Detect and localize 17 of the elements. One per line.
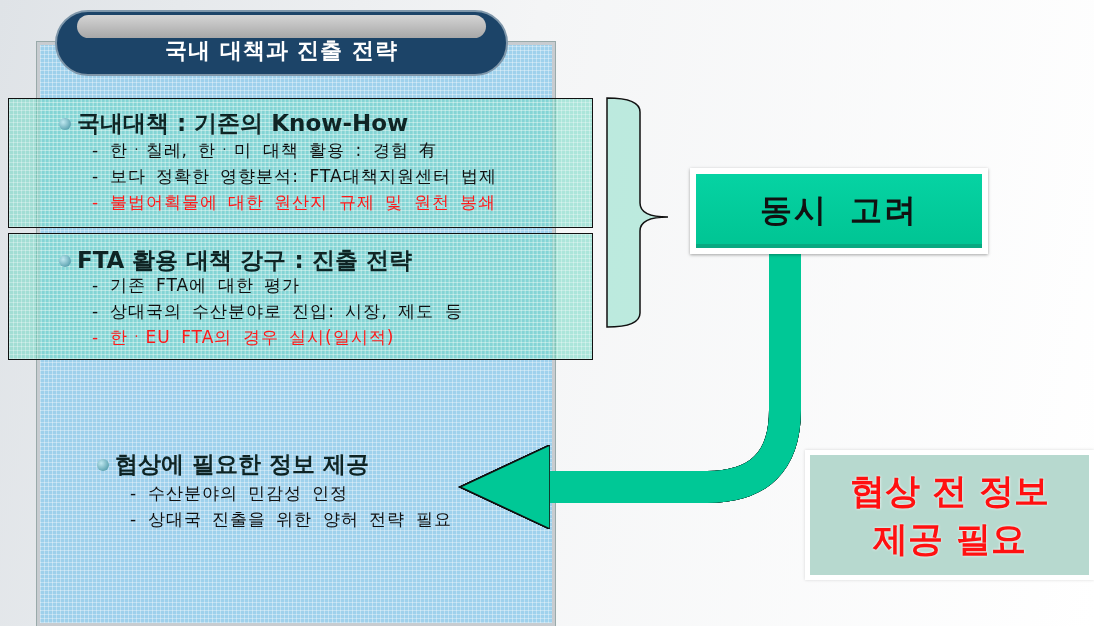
curved-arrow — [459, 254, 801, 530]
label-box: 동시 고려 — [690, 168, 988, 254]
bullet-text: - 기존 FTA에 대한 평가 — [92, 274, 300, 296]
panel — [37, 10, 555, 626]
bullet-text: - 불법어획물에 대한 원산지 규제 및 원천 봉쇄 — [92, 191, 496, 213]
heading-text: FTA 활용 대책 강구 : 진출 전략 — [77, 246, 412, 274]
title-banner: 국내 대책과 진출 전략 — [55, 10, 508, 76]
bullet-text: - 한ㆍ칠레, 한ㆍ미 대책 활용 : 경험 有 — [92, 139, 438, 161]
text-box — [8, 233, 593, 360]
bullet-text: - 수산분야의 민감성 인정 — [130, 482, 349, 504]
text-box — [8, 98, 593, 228]
bullet-text: - 상대국의 수산분야로 진입: 시장, 제도 등 — [92, 300, 463, 322]
bullet-text: - 상대국 진출을 위한 양허 전략 필요 — [130, 508, 452, 530]
bullet-text: - 보다 정확한 영향분석: FTA대책지원센터 법제 — [92, 165, 498, 187]
heading-text: 국내대책 : 기존의 Know-How — [77, 109, 409, 137]
bullet-text: - 한ㆍEU FTA의 경우 실시(일시적) — [92, 326, 395, 348]
heading-text: 협상에 필요한 정보 제공 — [115, 450, 370, 478]
